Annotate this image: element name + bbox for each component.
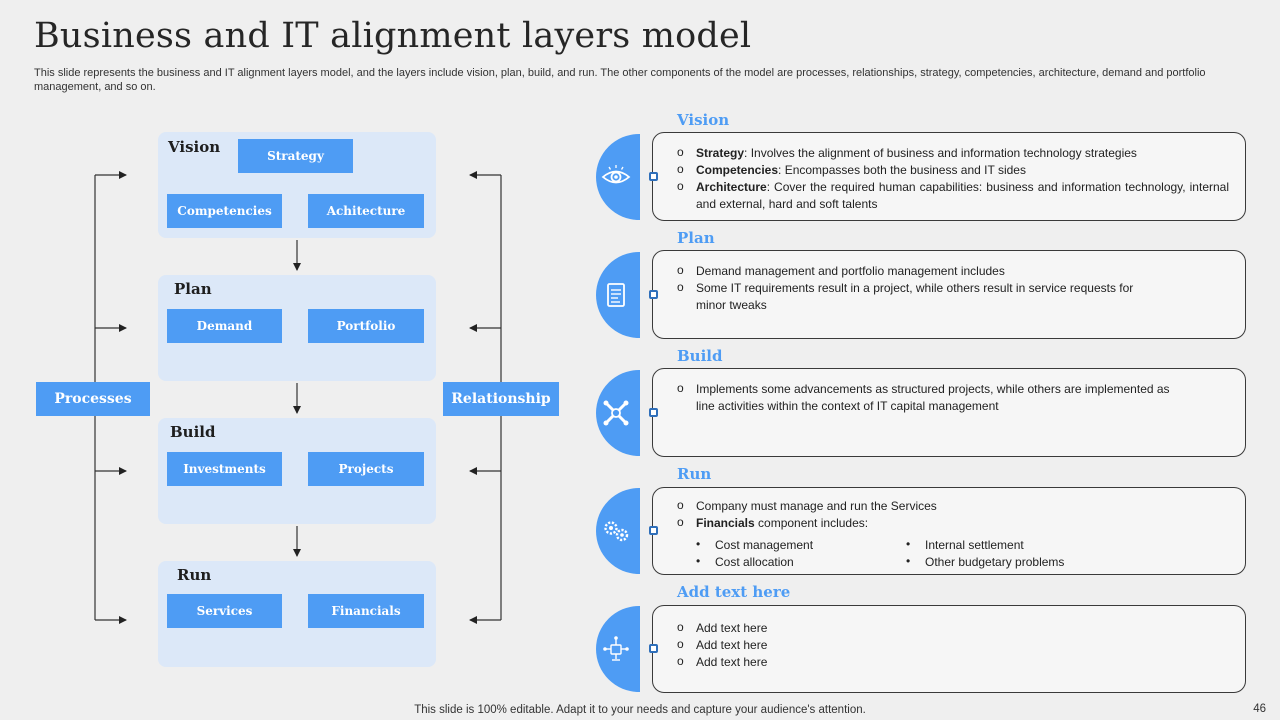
list-item: Some IT requirements result in a project… xyxy=(677,279,1147,314)
list-item: Company must manage and run the Services xyxy=(677,497,1229,515)
component-portfolio: Portfolio xyxy=(308,309,424,343)
component-investments: Investments xyxy=(167,452,282,486)
list-item: Add text here xyxy=(677,653,1229,671)
footer-note: This slide is 100% editable. Adapt it to… xyxy=(414,704,866,716)
section-build-connector xyxy=(649,408,658,417)
page-subtitle: This slide represents the business and I… xyxy=(34,67,1206,93)
relationship-box: Relationship xyxy=(443,382,559,416)
layer-plan-title: Plan xyxy=(174,280,212,298)
section-plan-box: Demand management and portfolio manageme… xyxy=(652,250,1246,339)
section-run-label: Run xyxy=(677,465,712,483)
list-item: Internal settlement xyxy=(906,536,1280,554)
list-item: Demand management and portfolio manageme… xyxy=(677,262,1147,280)
section-extra-connector xyxy=(649,644,658,653)
section-vision-label: Vision xyxy=(677,111,730,129)
section-build-label: Build xyxy=(677,347,723,365)
list-item: Cost management xyxy=(696,536,1248,554)
list-item: Architecture: Cover the required human c… xyxy=(677,178,1229,213)
list-item: Financials component includes: xyxy=(677,514,1229,532)
section-build-box: Implements some advancements as structur… xyxy=(652,368,1246,457)
component-competencies: Competencies xyxy=(167,194,282,228)
page-number: 46 xyxy=(1253,703,1266,715)
list-item: Competencies: Encompasses both the busin… xyxy=(677,161,1229,179)
section-vision-connector xyxy=(649,172,658,181)
section-extra-box: Add text here Add text here Add text her… xyxy=(652,605,1246,693)
run-cost-list-left: Cost management Cost allocation xyxy=(696,536,1248,571)
list-item: Add text here xyxy=(677,619,1229,637)
processes-box: Processes xyxy=(36,382,150,416)
gears-icon xyxy=(604,521,629,542)
section-run-connector xyxy=(649,526,658,535)
page-title: Business and IT alignment layers model xyxy=(34,16,752,56)
section-run-box: Company must manage and run the Services… xyxy=(652,487,1246,575)
list-item: Other budgetary problems xyxy=(906,553,1280,571)
component-demand: Demand xyxy=(167,309,282,343)
component-strategy: Strategy xyxy=(238,139,353,173)
list-item: Add text here xyxy=(677,636,1229,654)
component-financials: Financials xyxy=(308,594,424,628)
section-vision-box: Strategy: Involves the alignment of busi… xyxy=(652,132,1246,221)
section-extra-label: Add text here xyxy=(677,583,791,601)
network-icon xyxy=(603,636,629,661)
component-architecture: Achitecture xyxy=(308,194,424,228)
layer-run-title: Run xyxy=(177,566,212,584)
list-item: Implements some advancements as structur… xyxy=(677,380,1187,415)
section-plan-connector xyxy=(649,290,658,299)
tools-icon xyxy=(603,400,629,426)
layer-vision-title: Vision xyxy=(168,138,221,156)
list-item: Cost allocation xyxy=(696,553,1248,571)
list-item: Strategy: Involves the alignment of busi… xyxy=(677,144,1229,162)
component-projects: Projects xyxy=(308,452,424,486)
document-icon xyxy=(607,283,625,307)
section-plan-label: Plan xyxy=(677,229,715,247)
eye-icon xyxy=(601,165,631,184)
run-cost-list-right: Internal settlement Other budgetary prob… xyxy=(906,536,1280,571)
component-services: Services xyxy=(167,594,282,628)
layer-build-title: Build xyxy=(170,423,216,441)
